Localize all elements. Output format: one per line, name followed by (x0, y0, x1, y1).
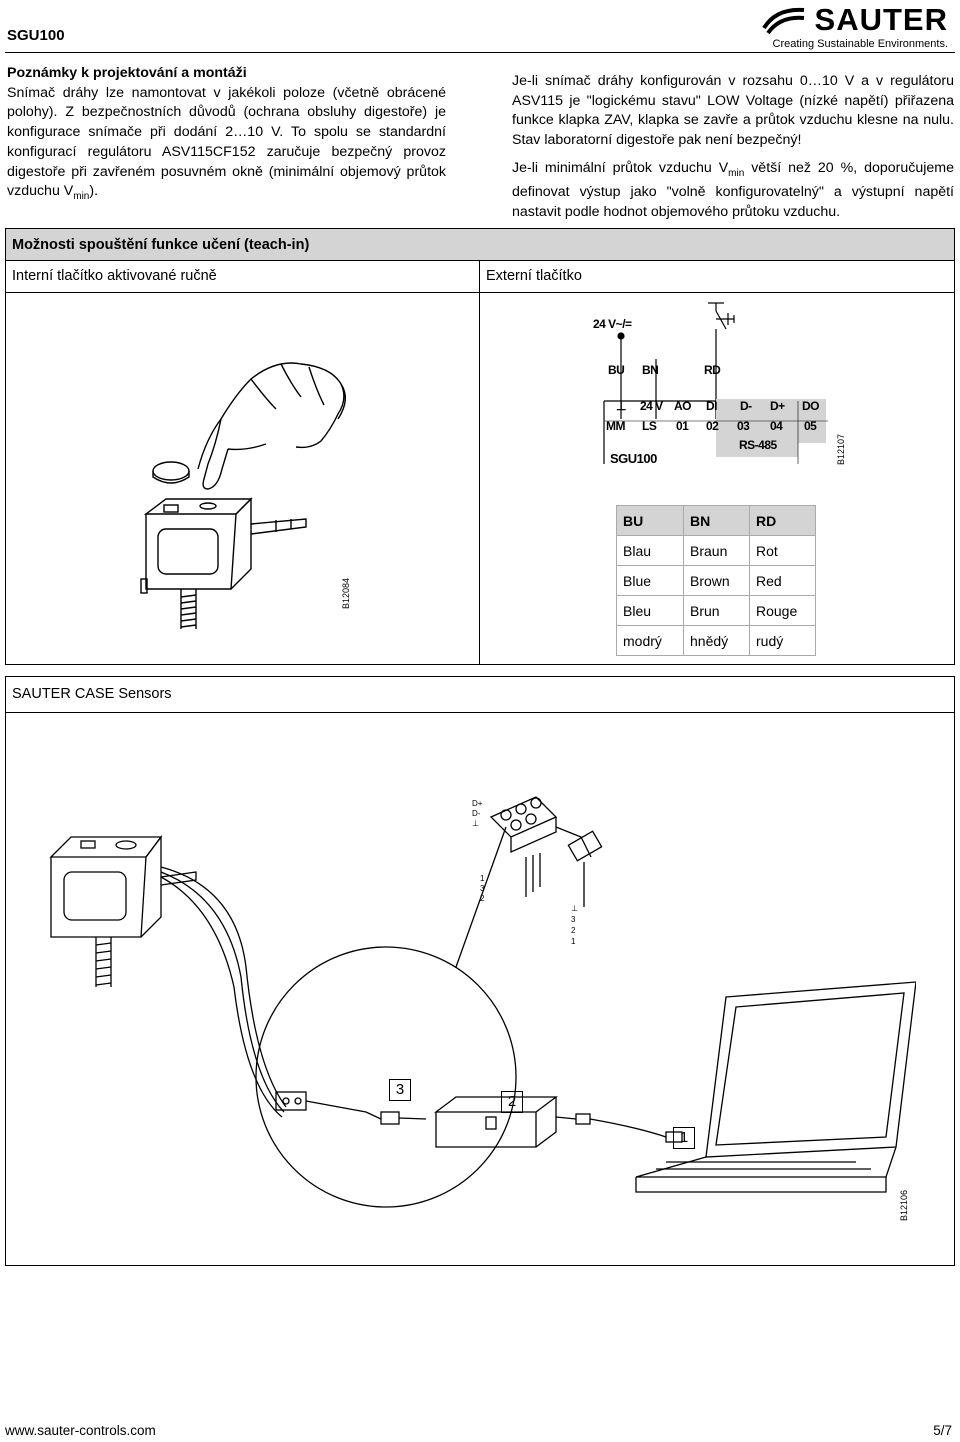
color-cell: Brun (683, 595, 750, 626)
terminal-04: 04 (770, 419, 783, 433)
terminal-24v: 24 V (640, 399, 663, 413)
color-cell: Brown (683, 565, 750, 596)
notes-right-p2-a: Je-li minimální průtok vzduchu V (512, 159, 729, 176)
bus-label: RS-485 (739, 438, 777, 452)
wire-bu: BU (608, 363, 625, 377)
notes-left-end: ). (89, 183, 99, 200)
connector-pin: 3 (480, 884, 485, 893)
color-cell: Blue (616, 565, 684, 596)
hand-pressing-sensor-illustration (140, 362, 346, 629)
terminal-05: 05 (804, 419, 817, 433)
color-header-bn: BN (683, 505, 750, 536)
sauter-logo: SAUTER Creating Sustainable Environments… (762, 2, 952, 50)
plug-pin: 2 (571, 926, 576, 935)
notes-left-column: Poznámky k projektování a montáži Snímač… (7, 64, 446, 207)
wiring-diagram (603, 302, 828, 464)
wire-rd: RD (704, 363, 721, 377)
terminal-ground: ⊥ (616, 399, 626, 413)
wire-color-table: BU BN RD Blau Braun Rot Blue Brown Red B… (616, 505, 816, 656)
footer-url[interactable]: www.sauter-controls.com (5, 1423, 156, 1438)
color-cell: Rouge (749, 595, 816, 626)
notes-left-sub: min (73, 191, 90, 203)
notes-right-p2-b: větší než 20 %, doporučujeme definovat v… (512, 159, 954, 221)
wire-bn: BN (642, 363, 659, 377)
connector-pin-labels: 1 3 2 (480, 874, 484, 904)
case-title: SAUTER CASE Sensors (12, 686, 172, 702)
callout-3: 3 (389, 1079, 411, 1101)
logo-tagline: Creating Sustainable Environments. (772, 38, 948, 50)
notes-heading: Poznámky k projektování a montáži (7, 65, 247, 81)
color-table-row: Blau Braun Rot (616, 535, 816, 566)
terminal-d-plus: D+ (770, 399, 785, 413)
color-header-bu: BU (616, 505, 684, 536)
connector-d-plus: D+ (472, 799, 483, 808)
color-header-rd: RD (749, 505, 816, 536)
terminal-do: DO (802, 399, 820, 413)
supply-label: 24 V~/= (593, 317, 632, 331)
plug-pin: 3 (571, 915, 576, 924)
plug-pin-labels: ⊥ 3 2 1 (571, 903, 578, 947)
color-cell: Braun (683, 535, 750, 566)
connector-top-labels: D+ D- ⊥ (472, 799, 482, 829)
terminal-02: 02 (706, 419, 719, 433)
logo-word: SAUTER (814, 2, 948, 37)
header-rule (5, 52, 955, 53)
connector-pin: 1 (480, 874, 485, 883)
document-title: SGU100 (7, 27, 65, 44)
internal-button-label: Interní tlačítko aktivované ručně (12, 268, 217, 284)
logo-swoosh-icon (762, 7, 805, 35)
teach-in-header: Možnosti spouštění funkce učení (teach-i… (6, 229, 954, 261)
color-cell: hnědý (683, 625, 750, 656)
figure-id-right: B12107 (836, 433, 846, 465)
notes-left-body: Snímač dráhy lze namontovat v jakékoli p… (7, 84, 446, 200)
color-cell: rudý (749, 625, 816, 656)
figure-id-case: B12106 (899, 1189, 909, 1221)
teach-in-divider (479, 260, 480, 664)
notes-left-text: Snímač dráhy lze namontovat v jakékoli p… (7, 84, 446, 207)
case-connection-illustration (49, 796, 916, 1208)
plug-pin: 1 (571, 937, 576, 946)
terminal-03: 03 (737, 419, 750, 433)
device-label: SGU100 (610, 451, 657, 466)
terminal-01: 01 (676, 419, 689, 433)
notes-right-p2-sub: min (728, 167, 745, 179)
notes-right-p2: Je-li minimální průtok vzduchu Vmin větš… (512, 159, 954, 223)
notes-right-p1: Je-li snímač dráhy konfigurován v rozsah… (512, 73, 954, 149)
terminal-mm: MM (606, 419, 626, 433)
terminal-d-minus: D- (740, 399, 752, 413)
connector-pin: 2 (480, 894, 485, 903)
callout-2: 2 (501, 1091, 523, 1113)
teach-in-section: Možnosti spouštění funkce učení (teach-i… (5, 228, 955, 665)
connector-d-minus: D- (472, 809, 481, 818)
color-cell: Bleu (616, 595, 684, 626)
color-cell: Blau (616, 535, 684, 566)
color-table-row: modrý hnědý rudý (616, 625, 816, 656)
color-table-row: Bleu Brun Rouge (616, 595, 816, 626)
color-table-header: BU BN RD (616, 505, 816, 536)
external-button-label: Externí tlačítko (486, 268, 582, 284)
terminal-ls: LS (642, 419, 657, 433)
case-sensors-section: SAUTER CASE Sensors (5, 676, 955, 1266)
teach-in-title: Možnosti spouštění funkce učení (teach-i… (12, 237, 310, 253)
color-table-row: Blue Brown Red (616, 565, 816, 596)
color-cell: modrý (616, 625, 684, 656)
page-number: 5/7 (933, 1423, 952, 1438)
case-header-rule (6, 712, 954, 713)
figure-id-left: B12084 (341, 577, 351, 609)
color-cell: Rot (749, 535, 816, 566)
plug-pin: ⊥ (571, 904, 578, 913)
teach-in-subheader-rule (6, 292, 954, 293)
connector-ground: ⊥ (472, 819, 479, 828)
color-cell: Red (749, 565, 816, 596)
notes-right-column: Je-li snímač dráhy konfigurován v rozsah… (512, 72, 954, 231)
terminal-di: DI (706, 399, 718, 413)
terminal-ao: AO (674, 399, 692, 413)
callout-1: 1 (673, 1127, 695, 1149)
